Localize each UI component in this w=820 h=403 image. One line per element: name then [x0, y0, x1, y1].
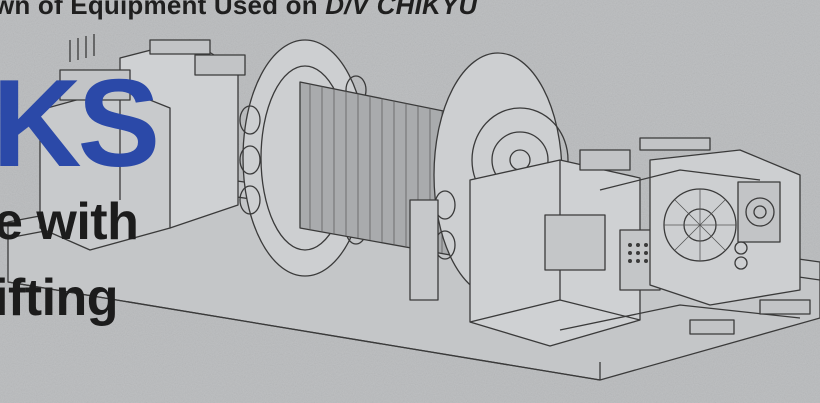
title-fragment: KS	[0, 55, 160, 193]
vessel-name: D/V CHIKYU	[325, 0, 478, 20]
document-header: wn of Equipment Used on D/V CHIKYU	[0, 0, 478, 21]
header-prefix: wn of Equipment Used on	[0, 0, 326, 20]
body-line-2: ifting	[0, 269, 119, 327]
body-line-1: e with	[0, 193, 139, 251]
